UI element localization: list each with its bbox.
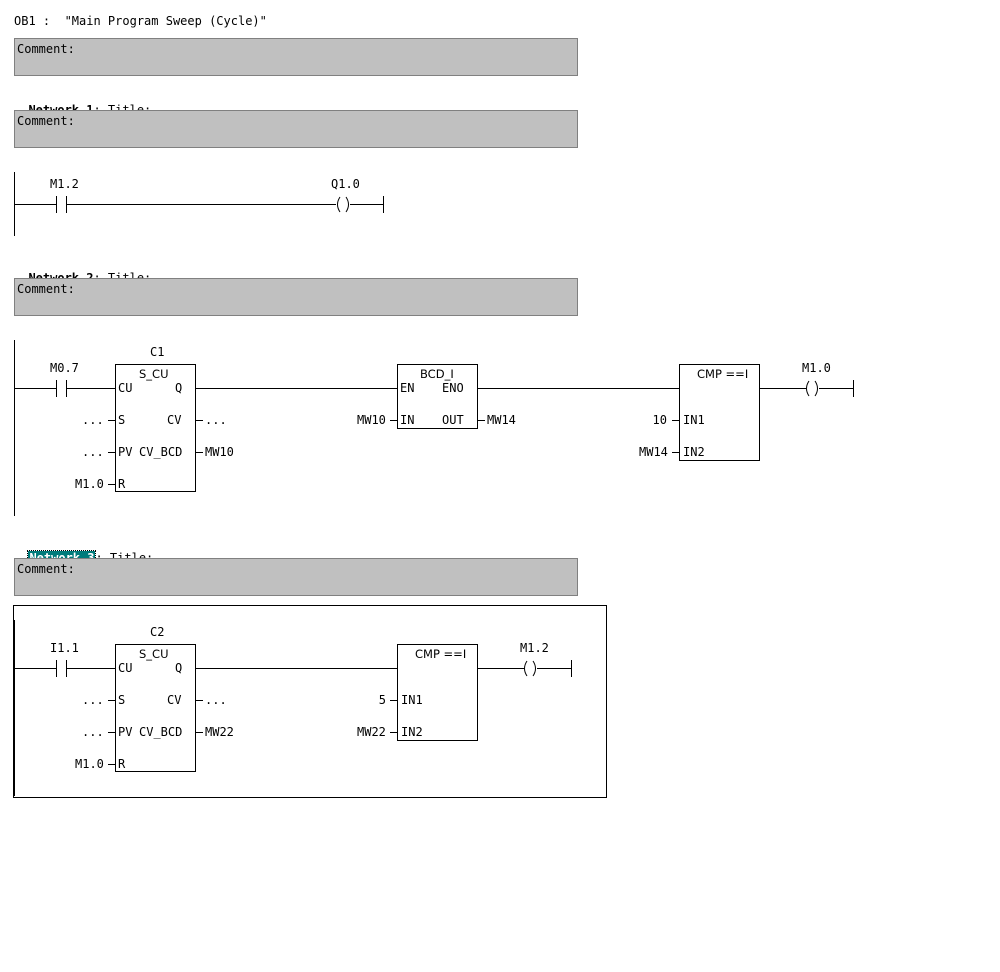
pin-s: S xyxy=(118,413,125,427)
counter-name[interactable]: C1 xyxy=(150,345,164,359)
network-1-comment-field[interactable]: Comment: xyxy=(14,110,578,148)
pin-en: EN xyxy=(400,381,414,395)
counter-type: S_CU xyxy=(139,647,169,661)
network-3-title-row[interactable]: Network 3: Title: xyxy=(14,534,153,566)
network-1-title-row[interactable]: Network 1: Title: xyxy=(14,86,151,117)
network-3-ladder[interactable]: I1.1 C2 S_CU CU S PV R Q CV CV_BCD ... .… xyxy=(0,618,620,800)
contact-i1-1[interactable] xyxy=(56,660,67,677)
pin-cv: CV xyxy=(167,413,181,427)
block-header[interactable]: OB1 : "Main Program Sweep (Cycle)" xyxy=(14,14,267,28)
cmp-type: CMP ==I xyxy=(697,367,748,381)
cv-bcd-operand[interactable]: MW22 xyxy=(205,725,234,739)
counter-block[interactable] xyxy=(115,644,196,772)
pin-r: R xyxy=(118,757,126,771)
coil-q1-0[interactable] xyxy=(337,196,349,213)
cv-operand[interactable]: ... xyxy=(205,413,227,427)
coil-m1-0[interactable] xyxy=(806,380,818,397)
pin-cv-bcd: CV_BCD xyxy=(139,725,182,739)
pin-q: Q xyxy=(175,381,182,395)
pin-pv: PV xyxy=(118,445,132,459)
bcd-i-block[interactable] xyxy=(397,364,478,429)
pin-cv: CV xyxy=(167,693,181,707)
r-operand[interactable]: M1.0 xyxy=(75,477,104,491)
network-1-comment-label: Comment: xyxy=(17,114,75,128)
contact-m1-2[interactable] xyxy=(56,196,67,213)
s-operand[interactable]: ... xyxy=(82,693,104,707)
network-1-ladder[interactable]: M1.2 Q1.0 xyxy=(0,170,400,240)
in-operand[interactable]: MW10 xyxy=(357,413,386,427)
pin-in1: IN1 xyxy=(683,413,705,427)
conv-type: BCD_I xyxy=(420,367,454,381)
cmp-block[interactable] xyxy=(397,644,478,741)
cv-bcd-operand[interactable]: MW10 xyxy=(205,445,234,459)
contact-address[interactable]: M1.2 xyxy=(50,177,79,191)
in1-operand[interactable]: 5 xyxy=(379,693,386,707)
pin-in2: IN2 xyxy=(683,445,705,459)
in2-operand[interactable]: MW22 xyxy=(357,725,386,739)
in2-operand[interactable]: MW14 xyxy=(639,445,668,459)
counter-block[interactable] xyxy=(115,364,196,492)
network-3-selection-frame xyxy=(13,605,607,798)
out-operand[interactable]: MW14 xyxy=(487,413,516,427)
network-2-ladder[interactable]: M0.7 C1 S_CU CU S PV R Q CV CV_BCD ... .… xyxy=(0,338,880,520)
pin-eno: ENO xyxy=(442,381,464,395)
in1-operand[interactable]: 10 xyxy=(653,413,667,427)
pin-q: Q xyxy=(175,661,182,675)
pin-r: R xyxy=(118,477,126,491)
pin-cv-bcd: CV_BCD xyxy=(139,445,182,459)
block-comment-field[interactable]: Comment: xyxy=(14,38,578,76)
block-comment-label: Comment: xyxy=(17,42,75,56)
pin-cu: CU xyxy=(118,381,132,395)
cmp-block[interactable] xyxy=(679,364,760,461)
coil-address[interactable]: M1.0 xyxy=(802,361,831,375)
network-2-comment-label: Comment: xyxy=(17,282,75,296)
pv-operand[interactable]: ... xyxy=(82,445,104,459)
coil-m1-2[interactable] xyxy=(524,660,536,677)
network-2-title-row[interactable]: Network 2: Title: xyxy=(14,254,151,285)
counter-type: S_CU xyxy=(139,367,169,381)
pv-operand[interactable]: ... xyxy=(82,725,104,739)
pin-in1: IN1 xyxy=(401,693,423,707)
network-3-comment-field[interactable]: Comment: xyxy=(14,558,578,596)
network-3-comment-label: Comment: xyxy=(17,562,75,576)
counter-name[interactable]: C2 xyxy=(150,625,164,639)
pin-cu: CU xyxy=(118,661,132,675)
pin-in2: IN2 xyxy=(401,725,423,739)
network-2-comment-field[interactable]: Comment: xyxy=(14,278,578,316)
contact-address[interactable]: I1.1 xyxy=(50,641,79,655)
contact-m0-7[interactable] xyxy=(56,380,67,397)
coil-address[interactable]: Q1.0 xyxy=(331,177,360,191)
contact-address[interactable]: M0.7 xyxy=(50,361,79,375)
r-operand[interactable]: M1.0 xyxy=(75,757,104,771)
pin-out: OUT xyxy=(442,413,464,427)
pin-s: S xyxy=(118,693,125,707)
pin-pv: PV xyxy=(118,725,132,739)
cv-operand[interactable]: ... xyxy=(205,693,227,707)
cmp-type: CMP ==I xyxy=(415,647,466,661)
coil-address[interactable]: M1.2 xyxy=(520,641,549,655)
pin-in: IN xyxy=(400,413,414,427)
s-operand[interactable]: ... xyxy=(82,413,104,427)
